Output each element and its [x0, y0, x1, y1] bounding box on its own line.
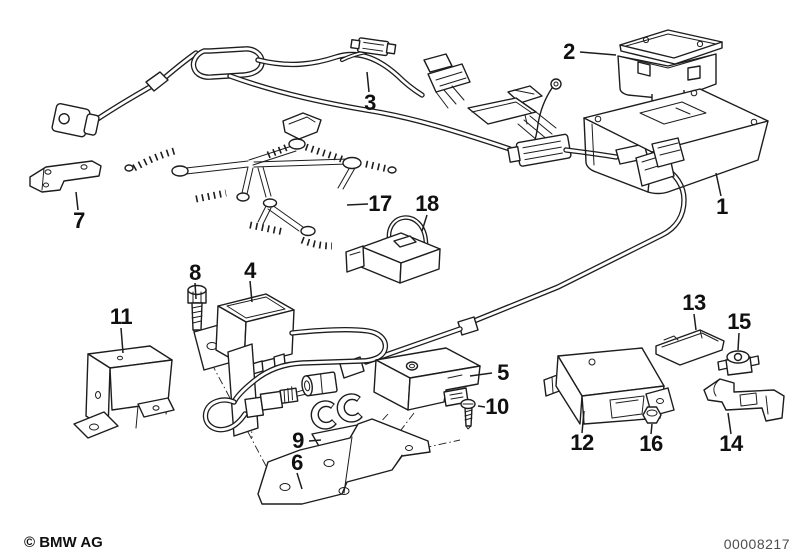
part-10-drawing — [460, 398, 476, 430]
part-label-11: 11 — [109, 304, 133, 329]
part-label-12: 12 — [570, 430, 594, 455]
part-13-drawing — [655, 329, 725, 366]
part-label-13: 13 — [682, 290, 706, 315]
leader-line-8 — [194, 282, 197, 300]
leader-line-16 — [650, 423, 653, 435]
part-label-5: 5 — [497, 360, 509, 385]
part-8-drawing — [187, 284, 207, 335]
leader-line-9 — [308, 439, 322, 442]
leader-line-17 — [346, 203, 369, 206]
part-4-drawing — [193, 293, 389, 437]
part-label-14: 14 — [719, 431, 743, 456]
leader-line-7 — [75, 191, 79, 211]
part-1-drawing — [583, 88, 769, 195]
part-label-16: 16 — [639, 431, 663, 456]
part-label-2: 2 — [563, 39, 575, 64]
diagram-number: 00008217 — [723, 536, 790, 552]
part-label-7: 7 — [73, 208, 85, 233]
copyright-text: © BMW AG — [24, 534, 103, 551]
leader-line-15 — [737, 332, 740, 351]
part-18-drawing — [345, 215, 441, 284]
leader-line-5 — [469, 372, 493, 377]
harness-main-connector — [507, 133, 572, 167]
part-label-18: 18 — [415, 191, 439, 216]
part-11-drawing — [73, 345, 175, 439]
part-5-drawing — [373, 347, 481, 411]
leader-line-12 — [581, 410, 585, 434]
part-label-17: 17 — [368, 191, 392, 216]
part-17-drawing — [124, 112, 397, 250]
label-leader-lines — [75, 51, 740, 490]
part-label-9: 9 — [292, 428, 304, 453]
part-6-drawing — [257, 418, 431, 505]
part-label-4: 4 — [244, 258, 256, 283]
part-15-drawing — [717, 350, 760, 376]
leader-line-3 — [366, 71, 370, 93]
part-label-6: 6 — [291, 450, 303, 475]
leader-line-6 — [296, 472, 303, 490]
part-label-10: 10 — [485, 394, 509, 419]
part-7-drawing — [29, 160, 102, 193]
harness-branch-plug — [350, 37, 397, 57]
part-14-drawing — [703, 378, 785, 422]
cable-socket-connector — [301, 371, 338, 397]
part-3-drawing — [51, 37, 649, 167]
leader-line-11 — [120, 327, 124, 354]
part-label-3: 3 — [364, 90, 376, 115]
part-label-1: 1 — [716, 194, 728, 219]
leader-line-13 — [693, 313, 697, 331]
leader-line-10 — [477, 405, 486, 408]
leader-line-4 — [249, 280, 253, 303]
leader-line-1 — [715, 172, 722, 197]
part-16-drawing — [642, 406, 662, 424]
gas-generator-connector — [244, 386, 310, 418]
leader-line-2 — [579, 51, 617, 56]
part-label-8: 8 — [189, 260, 201, 285]
part-label-15: 15 — [727, 309, 751, 334]
harness-end-plug — [51, 103, 100, 138]
leader-line-14 — [727, 412, 732, 435]
leader-line-18 — [421, 214, 428, 232]
